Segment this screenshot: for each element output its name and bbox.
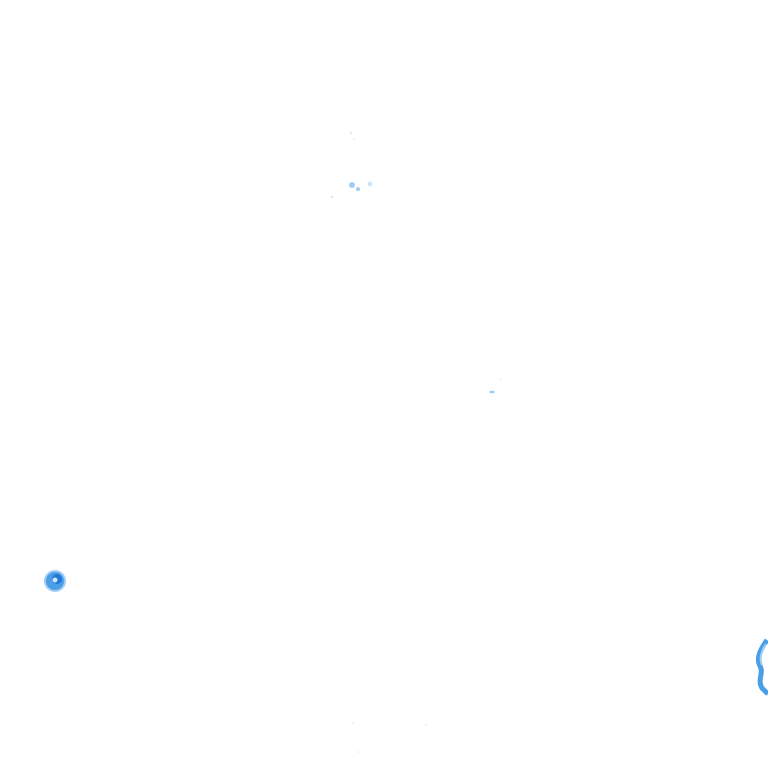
speckle-stroke: [755, 638, 768, 696]
left-ring-blob: [44, 570, 66, 592]
speckle-dot: [425, 724, 427, 726]
speckle-dot: [52, 577, 58, 583]
speckle-dot: [489, 390, 495, 394]
upper-speckle-cluster: [330, 132, 373, 199]
speckle-dot: [330, 195, 334, 199]
speckle-dot: [352, 722, 354, 724]
speckle-dot: [350, 132, 352, 134]
speckle-dot: [357, 751, 359, 753]
speckle-dot: [356, 187, 360, 191]
bottom-flecks: [352, 722, 427, 753]
speckle-dot: [349, 182, 355, 188]
speckle-dot: [353, 138, 355, 140]
right-edge-squiggle: [755, 638, 768, 696]
speckle-dot: [367, 181, 373, 187]
speckle-dot: [500, 378, 502, 380]
speckle-stroke: [759, 643, 767, 666]
center-speckle: [489, 378, 502, 394]
